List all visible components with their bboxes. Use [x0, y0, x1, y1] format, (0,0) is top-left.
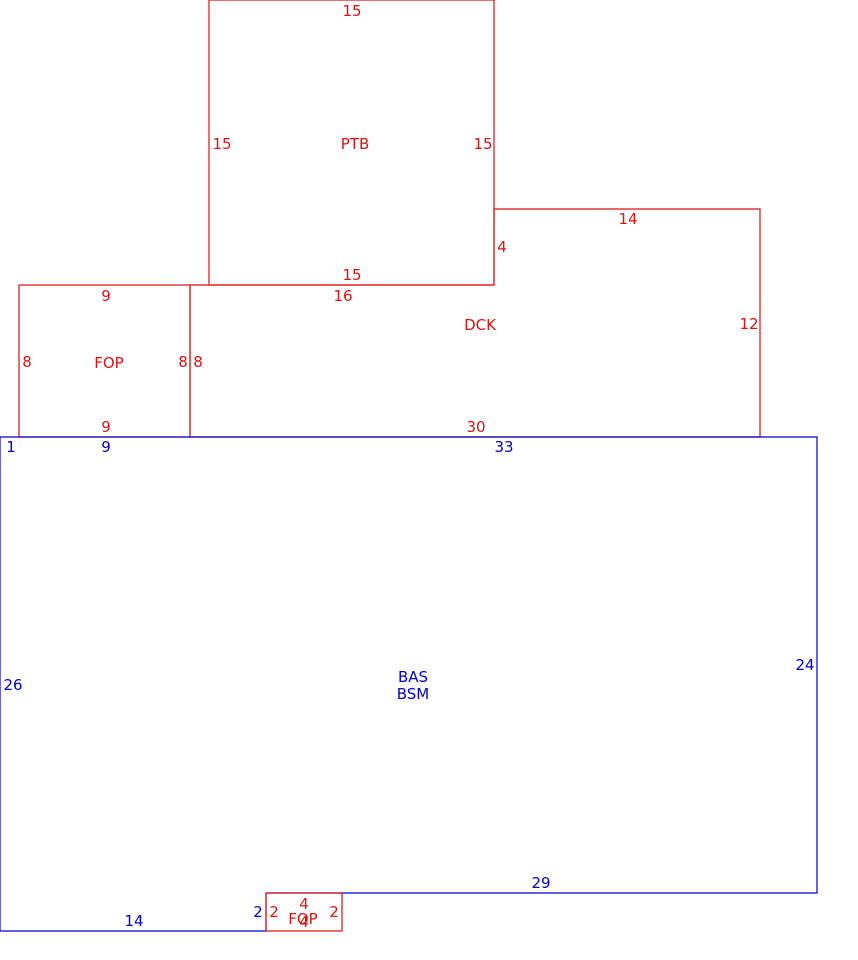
ptb-dim-top: 15 — [342, 2, 361, 20]
dck-dim-top: 16 — [333, 287, 352, 305]
bas-dim-step: 1 — [6, 438, 16, 456]
fop-rear-dim-bottom: 9 — [101, 418, 111, 436]
ptb-dim-bottom: 15 — [342, 266, 361, 284]
dck-dim-left: 8 — [193, 353, 203, 371]
ptb-label: PTB — [341, 135, 370, 153]
dck-label: DCK — [464, 316, 497, 334]
bas-dim-bottom-right: 29 — [531, 874, 550, 892]
bas-label-line1: BAS — [398, 668, 428, 686]
bas-dim-bottom-left: 14 — [124, 912, 143, 930]
bas-dim-left: 26 — [3, 676, 22, 694]
ptb-dim-left: 15 — [212, 135, 231, 153]
bas-dim-top-left: 9 — [101, 438, 111, 456]
fop-rear-dim-top: 9 — [101, 287, 111, 305]
bas-dim-top: 33 — [494, 438, 513, 456]
bas-label-line2: BSM — [397, 685, 430, 703]
fop-front-outline — [265, 892, 343, 932]
fop-rear-dim-left: 8 — [22, 353, 32, 371]
dck-dim-step: 4 — [497, 238, 507, 256]
dck-dim-right: 12 — [739, 315, 758, 333]
dck-dim-top-ext: 14 — [618, 210, 637, 228]
fop-front-label: FOP — [288, 910, 317, 928]
fop-front-dim-left: 2 — [269, 903, 279, 921]
fop-rear-dim-right: 8 — [178, 353, 188, 371]
fop-front-dim-top: 4 — [299, 895, 309, 913]
fop-front-dim-bottom: 4 — [299, 913, 309, 931]
fop-front-dim-right: 2 — [329, 903, 339, 921]
dck-dim-bottom: 30 — [466, 418, 485, 436]
bas-dim-right: 24 — [795, 656, 814, 674]
ptb-dim-right: 15 — [473, 135, 492, 153]
bas-dim-notch: 2 — [253, 903, 263, 921]
fop-rear-label: FOP — [94, 354, 123, 372]
